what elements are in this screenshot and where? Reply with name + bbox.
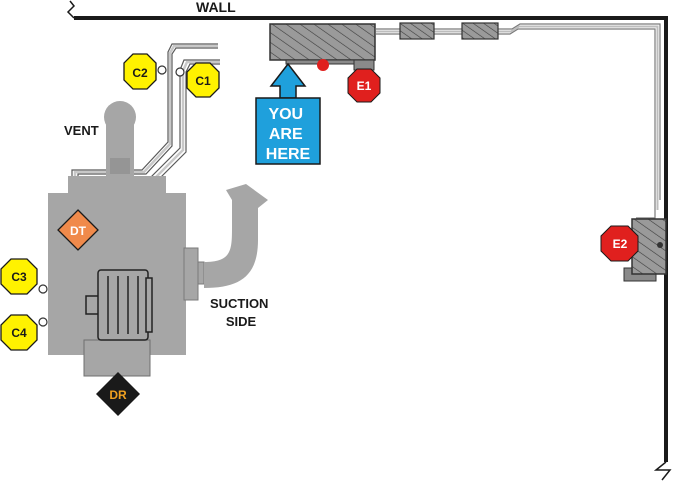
valve-c3 — [38, 284, 48, 294]
motor — [85, 269, 153, 341]
wall-pipe — [376, 23, 661, 219]
marker-c1: C1 — [186, 62, 220, 98]
filter-housing — [269, 23, 376, 61]
marker-dr-label: DR — [109, 388, 127, 402]
vent-label: VENT — [64, 123, 99, 138]
pipe-filter-2 — [461, 22, 499, 40]
marker-c1-label: C1 — [195, 74, 211, 88]
you-are-here-line2: ARE — [269, 126, 303, 143]
marker-dr: DR — [96, 372, 140, 416]
suction-side-line2: SIDE — [226, 314, 257, 329]
you-are-here-line1: YOU — [268, 106, 303, 123]
marker-c3: C3 — [0, 258, 38, 295]
valve-c1 — [175, 67, 185, 77]
marker-dt-label: DT — [70, 224, 87, 238]
valve-c4 — [38, 317, 48, 327]
wall-break-left — [66, 0, 76, 19]
wall-label: WALL — [196, 0, 236, 15]
dust-collector — [38, 176, 268, 377]
marker-e2: E2 — [600, 225, 639, 262]
you-are-here-pointer — [269, 62, 307, 99]
wall-break-bottom — [653, 461, 672, 481]
marker-e2-label: E2 — [613, 237, 628, 251]
suction-duct — [204, 184, 268, 288]
marker-e1: E1 — [347, 68, 381, 103]
motor-mount — [83, 339, 151, 377]
collector-top-cap — [68, 176, 166, 194]
wall: WALL — [66, 0, 672, 481]
marker-e1-label: E1 — [357, 79, 372, 93]
valve-c2 — [157, 65, 167, 75]
you-are-here-arrow: YOU ARE HERE — [255, 62, 321, 165]
marker-dt: DT — [57, 209, 99, 251]
red-indicator-light — [317, 59, 329, 71]
you-are-here-line3: HERE — [266, 146, 311, 163]
marker-c2: C2 — [123, 53, 157, 90]
marker-c3-label: C3 — [11, 270, 27, 284]
marker-c2-label: C2 — [132, 66, 148, 80]
pipe-filter-1 — [399, 22, 435, 40]
suction-side-line1: SUCTION — [210, 296, 269, 311]
wall-filter-unit — [269, 23, 376, 71]
marker-c4-label: C4 — [11, 326, 27, 340]
svg-text:SUCTION SIDE: SUCTION SIDE — [210, 296, 272, 329]
you-are-here-box — [255, 97, 321, 165]
svg-text:YOU ARE HERE: YOU ARE HERE — [266, 106, 311, 163]
marker-c4: C4 — [0, 314, 38, 351]
